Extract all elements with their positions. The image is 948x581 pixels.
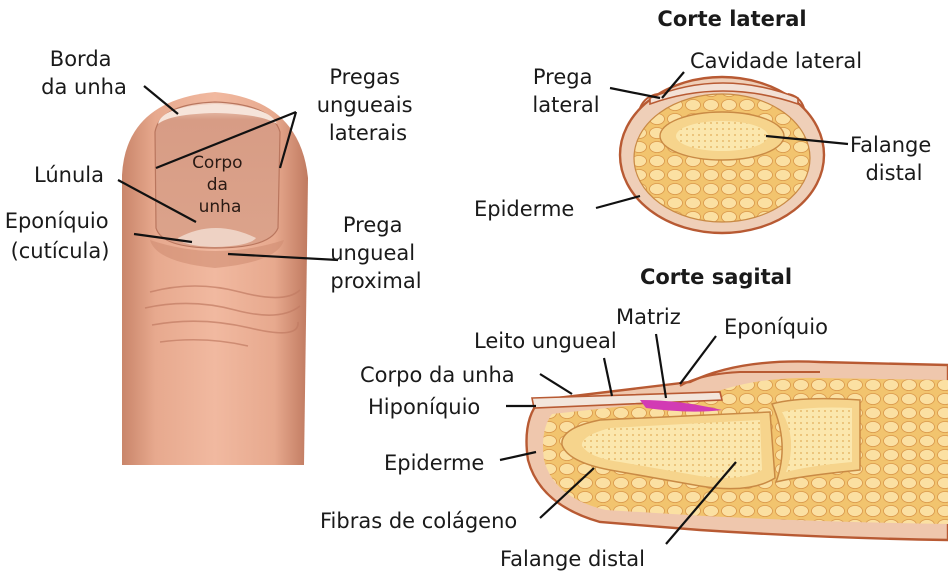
label-leito-ungueal: Leito ungueal	[474, 329, 617, 353]
label-eponiquio-cuticula: Eponíquio (cutícula)	[5, 209, 116, 263]
label-pregas-ungueais-laterais: Pregas ungueais laterais	[317, 65, 420, 145]
lateral-bone-inner	[676, 121, 768, 151]
label-falange-distal-lateral: Falange distal	[850, 133, 938, 185]
lateral-section-illustration	[620, 77, 824, 233]
label-epiderme-lateral: Epiderme	[474, 197, 574, 221]
label-borda-da-unha: Borda da unha	[41, 47, 127, 99]
label-lunula: Lúnula	[34, 163, 104, 187]
finger-illustration	[122, 92, 308, 465]
sagittal-joint-inner	[782, 408, 852, 473]
label-matriz: Matriz	[616, 305, 681, 329]
label-cavidade-lateral: Cavidade lateral	[690, 49, 862, 73]
label-epiderme-sagittal: Epiderme	[384, 451, 484, 475]
label-prega-ungueal-proximal: Prega ungueal proximal	[330, 213, 422, 293]
label-falange-distal-sagittal: Falange distal	[500, 547, 645, 571]
title-corte-sagital: Corte sagital	[640, 265, 792, 289]
label-eponiquio-sagittal: Eponíquio	[724, 315, 828, 339]
label-prega-lateral: Prega lateral	[532, 65, 599, 117]
sagittal-section-illustration	[527, 361, 948, 540]
label-fibras-de-colageno: Fibras de colágeno	[320, 509, 517, 533]
label-hiponiquio: Hiponíquio	[368, 395, 480, 419]
title-corte-lateral: Corte lateral	[657, 7, 806, 31]
label-corpo-da-unha-sagittal: Corpo da unha	[360, 363, 515, 387]
